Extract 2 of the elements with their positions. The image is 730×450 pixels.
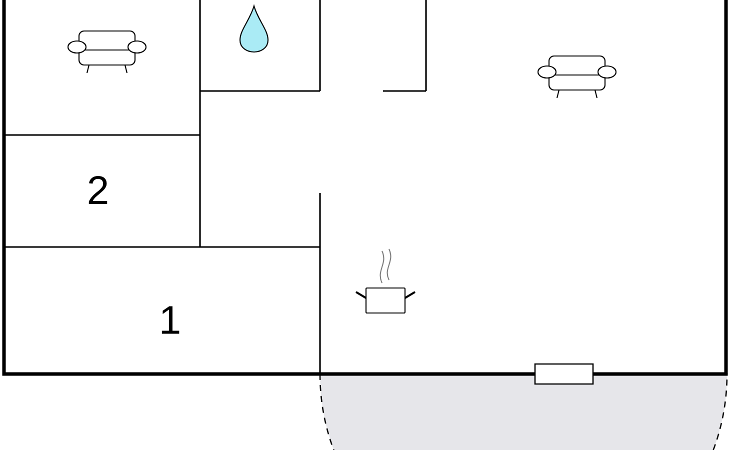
room-number: 1 bbox=[162, 306, 180, 334]
room-number: 2 bbox=[88, 176, 108, 204]
